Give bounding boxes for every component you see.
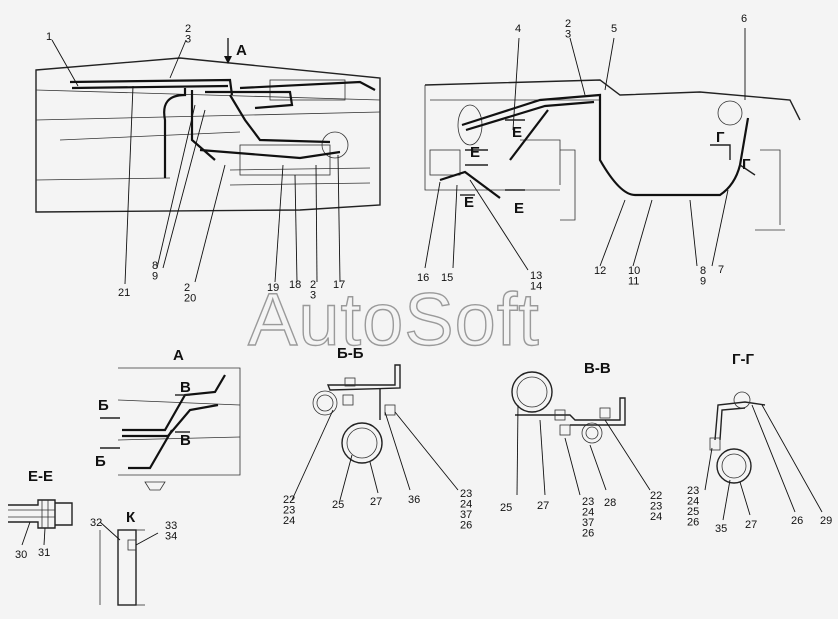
callout-1: 1 [46, 31, 52, 43]
title-section-vv: В-В [584, 360, 611, 377]
callout-32: 32 [90, 517, 102, 529]
callout-12: 12 [594, 265, 606, 277]
callout-31: 31 [38, 547, 50, 559]
title-section-ee: Е-Е [28, 468, 53, 485]
pipe-upper [69, 78, 234, 96]
callout-25-bb: 25 [332, 499, 344, 511]
callout-27-gg: 27 [745, 519, 757, 531]
bb-bracket [326, 364, 401, 391]
frame-outline-right [424, 79, 801, 121]
view-k [99, 521, 159, 606]
callout-26-gg: 26 [791, 515, 803, 527]
marker-e-4: Е [514, 200, 524, 217]
marker-e-1: Е [512, 124, 522, 141]
callout-16: 16 [417, 272, 429, 284]
callout-6: 6 [741, 13, 747, 25]
pipe-right-main [461, 93, 750, 197]
view-a-detail [100, 367, 241, 491]
pipe-vertical [163, 88, 187, 178]
k-plate [117, 529, 137, 606]
callout-21: 21 [118, 287, 130, 299]
title-view-a: А [173, 347, 184, 364]
title-view-k: К [126, 509, 136, 526]
ee-fitting [8, 499, 56, 529]
callout-4: 4 [515, 23, 521, 35]
section-vv [511, 371, 651, 496]
callout-29: 29 [820, 515, 832, 527]
main-view-right [424, 28, 801, 271]
callout-25-vv: 25 [500, 502, 512, 514]
frame-outline-left [35, 57, 381, 213]
marker-b-2: Б [95, 453, 106, 470]
callout-36: 36 [408, 494, 420, 506]
callout-30: 30 [15, 549, 27, 561]
callout-19: 19 [267, 282, 279, 294]
title-section-bb: Б-Б [337, 345, 364, 362]
marker-g-2: Г [742, 156, 751, 173]
callout-27-vv: 27 [537, 500, 549, 512]
title-section-gg: Г-Г [732, 351, 754, 368]
section-bb [291, 364, 459, 501]
marker-e-3: Е [464, 194, 474, 211]
callout-17: 17 [333, 279, 345, 291]
watermark: AutoSoft [248, 278, 540, 361]
marker-v-2: В [180, 432, 191, 449]
marker-b-1: Б [98, 397, 109, 414]
main-view-left [35, 38, 381, 285]
callout-5: 5 [611, 23, 617, 35]
callout-28: 28 [604, 497, 616, 509]
callout-27-bb: 27 [370, 496, 382, 508]
gg-bracket [714, 401, 766, 441]
marker-e-2: Е [470, 144, 480, 161]
vv-bracket [515, 397, 626, 426]
callout-35: 35 [715, 523, 727, 535]
section-gg [704, 391, 823, 521]
marker-v-1: В [180, 379, 191, 396]
marker-a-arrow: А [236, 42, 247, 59]
marker-g-1: Г [716, 129, 725, 146]
callout-18: 18 [289, 279, 301, 291]
section-ee [8, 499, 73, 546]
callout-7: 7 [718, 264, 724, 276]
callout-15: 15 [441, 272, 453, 284]
